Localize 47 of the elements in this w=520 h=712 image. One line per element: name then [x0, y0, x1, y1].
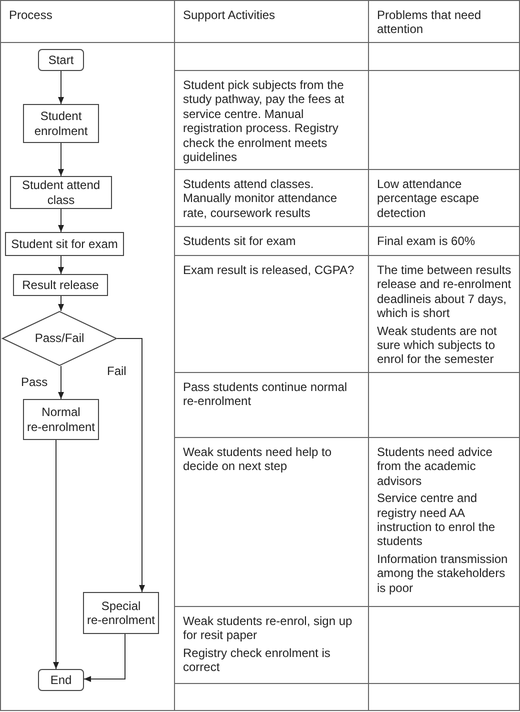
- arrow: [53, 440, 59, 670]
- problem-text: Final exam is 60%: [377, 234, 476, 248]
- step-label: Start: [48, 52, 74, 68]
- activity-text: Weak students need help to decide on next step: [183, 445, 333, 474]
- arrow: [58, 296, 64, 312]
- arrow: [58, 70, 64, 104]
- problem-text: The time between results release and re-enrolment deadlineis about 7 days, which is short: [377, 263, 512, 321]
- step-label: End: [50, 672, 72, 688]
- problem-text: Low attendance percentage escape detection: [377, 177, 480, 220]
- column-header: Problems that need attention: [377, 8, 482, 37]
- arrow: [116, 338, 145, 592]
- activity-text: Students attend classes. Manually monitor attendance rate, coursework results: [183, 177, 338, 220]
- arrow: [58, 366, 64, 400]
- activity-text: Exam result is released, CGPA?: [183, 263, 356, 278]
- step-label: Student sit for exam: [11, 236, 118, 252]
- process-box: [13, 274, 108, 296]
- column-header: Support Activities: [183, 8, 276, 22]
- process-box: [10, 176, 112, 209]
- process-box: [83, 592, 159, 634]
- column-header: Process: [9, 8, 54, 22]
- step-label: Student attend class: [20, 178, 102, 207]
- step-label: Special re-enrolment: [86, 598, 156, 628]
- activity-text: Pass students continue normal re-enrolment: [183, 380, 348, 409]
- problem-text: Students need advice from the academic advisors: [377, 445, 494, 488]
- step-label: Student enrolment: [33, 109, 89, 138]
- decision-diamond: [2, 311, 117, 366]
- problem-text: Weak students are not sure which subjects to enrol for the semester: [377, 324, 498, 367]
- activity-text: Registry check enrolment is correct: [183, 646, 332, 675]
- arrow: [58, 208, 64, 232]
- process-box: [23, 399, 99, 440]
- edge-label: Pass: [21, 376, 48, 389]
- terminal-box: [38, 49, 84, 71]
- process-box: [23, 104, 99, 143]
- edge-label: Fail: [107, 365, 126, 378]
- activity-text: Weak students re-enrol, sign up for resit paper: [183, 614, 354, 643]
- activity-text: Students sit for exam: [183, 234, 297, 248]
- arrow: [58, 142, 64, 176]
- step-label: Result release: [22, 278, 99, 292]
- arrow: [58, 256, 64, 274]
- process-box: [5, 232, 124, 256]
- terminal-box: [38, 669, 84, 691]
- step-label: Pass/Fail: [34, 331, 84, 346]
- problem-text: Information transmission among the stakeholders is poor: [377, 552, 509, 596]
- activity-text: Student pick subjects from the study pathway, pay the fees at service centre. Manual registration process. Registry check the enrolment meets guidelines: [183, 78, 346, 164]
- arrow: [84, 634, 126, 682]
- step-label: Normal re-enrolment: [26, 405, 96, 434]
- problem-text: Service centre and registry need AA instruction to enrol the students: [377, 491, 496, 549]
